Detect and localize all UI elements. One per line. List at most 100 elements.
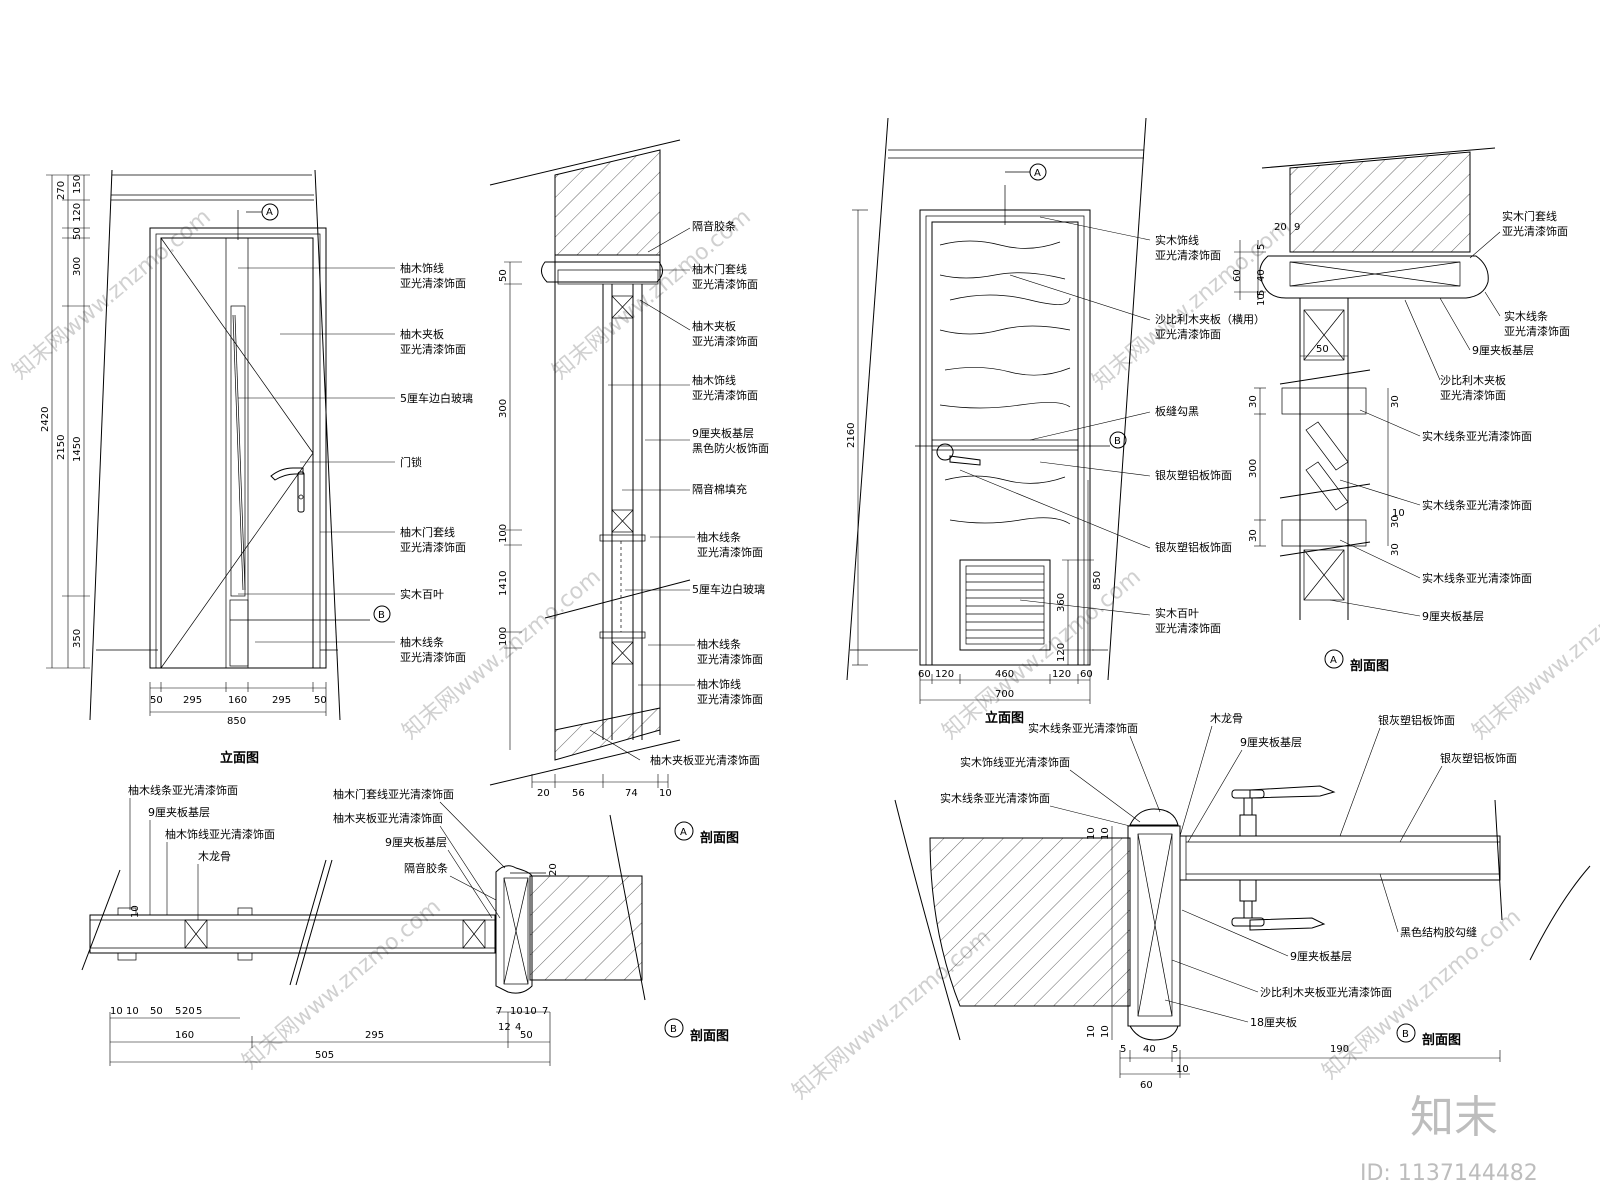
callout-label: 亚光清漆饰面: [697, 692, 763, 706]
callout-label: 实木饰线亚光清漆饰面: [960, 755, 1070, 769]
dim-label: 7: [542, 1006, 548, 1017]
dim-label: 20: [548, 863, 559, 876]
dim-label: 100: [498, 524, 509, 543]
dim-label: 300: [1248, 459, 1259, 478]
dim-label: 505: [315, 1050, 334, 1061]
dim-label: 60: [1140, 1080, 1153, 1091]
section-title: 剖面图: [1422, 1032, 1461, 1048]
dim-label: 50: [498, 269, 509, 282]
callout-label: 柚木门套线: [692, 262, 747, 276]
dim-label: 295: [183, 695, 202, 706]
callout-label: 亚光清漆饰面: [1155, 327, 1221, 341]
callout-label: 门锁: [400, 455, 422, 469]
callout-label: 银灰塑铝板饰面: [1440, 751, 1517, 765]
right-elevation-title: 立面图: [985, 710, 1024, 726]
left-section-b-dims: 10 10 50 5 20 5 7 10 10 7 160 295 12 4 5…: [109, 1006, 551, 1066]
dim-label: 10: [1100, 1025, 1111, 1038]
dim-label: 20: [182, 1006, 195, 1017]
right-section-a-labels: 实木门套线 亚光清漆饰面 实木线条 亚光清漆饰面 9厘夹板基层 沙比利木夹板 亚…: [1329, 209, 1570, 623]
dim-label: 5: [1256, 244, 1267, 250]
left-section-a: 50 300 100 1410 100 20 56 74 10 A 剖面图 隔音…: [489, 139, 769, 846]
dim-label: 7: [496, 1006, 502, 1017]
callout-label: 沙比利木夹板亚光清漆饰面: [1260, 985, 1392, 999]
callout-label: 实木线条: [1504, 309, 1548, 323]
callout-label: 隔音胶条: [692, 219, 736, 233]
callout-label: 亚光清漆饰面: [692, 277, 758, 291]
dim-label: 10: [659, 788, 672, 799]
callout-label: 沙比利木夹板（横用）: [1155, 312, 1265, 326]
dim-label: 120: [1056, 643, 1067, 662]
watermark-layer: 知末网www.znzmo.com 知末网www.znzmo.com 知末网www…: [8, 204, 1600, 1104]
callout-label: 柚木门套线亚光清漆饰面: [333, 787, 454, 801]
callout-label: 柚木夹板亚光清漆饰面: [650, 753, 760, 767]
right-section-a: 20 9 5 60 40 5 10 50 30 300 30 10 30 30 …: [1232, 147, 1570, 674]
dim-label: 120: [72, 203, 83, 222]
marker-b-label: B: [1114, 436, 1121, 447]
dim-label: 20: [1274, 222, 1287, 233]
dim-label: 10: [1086, 827, 1097, 840]
image-id-label: ID: 1137144482: [1360, 1161, 1538, 1186]
dim-label: 120: [1052, 669, 1071, 680]
dim-label: 30: [1390, 543, 1401, 556]
callout-label: 9厘夹板基层: [1290, 949, 1352, 963]
marker-b-label: B: [378, 610, 385, 621]
left-elevation-labels: 柚木饰线 亚光清漆饰面 柚木夹板 亚光清漆饰面 5厘车边白玻璃 门锁 柚木门套线…: [238, 261, 473, 664]
right-section-b: 10 10 10 10 5 40 5 190 60 10 B 剖面图 实木线条亚…: [894, 712, 1591, 1091]
dim-label: 10: [1256, 293, 1267, 306]
callout-label: 亚光清漆饰面: [692, 334, 758, 348]
dim-label: 150: [72, 175, 83, 194]
left-section-a-dims: 50 300 100 1410 100 20 56 74 10: [498, 261, 672, 799]
right-section-b-labels: 实木线条亚光清漆饰面 实木饰线亚光清漆饰面 实木线条亚光清漆饰面 木龙骨 9厘夹…: [940, 712, 1517, 1029]
callout-label: 实木线条亚光清漆饰面: [1422, 571, 1532, 585]
dim-label: 60: [918, 669, 931, 680]
callout-label: 实木线条亚光清漆饰面: [1028, 721, 1138, 735]
callout-label: 实木百叶: [1155, 606, 1199, 620]
marker-label: B: [1402, 1029, 1409, 1040]
dim-label: 40: [1256, 269, 1267, 282]
callout-label: 银灰塑铝板饰面: [1155, 468, 1232, 482]
callout-label: 隔音胶条: [404, 861, 448, 875]
callout-label: 5厘车边白玻璃: [400, 391, 473, 405]
left-elevation: A B 270 150 120 50 300 2420 2150 1450 35…: [40, 169, 473, 766]
left-section-b-labels: 柚木线条亚光清漆饰面 9厘夹板基层 柚木饰线亚光清漆饰面 木龙骨 柚木门套线亚光…: [128, 783, 506, 920]
dim-label: 5: [1120, 1044, 1126, 1055]
callout-label: 柚木线条: [697, 637, 741, 651]
callout-label: 9厘夹板基层: [1422, 609, 1484, 623]
dim-label: 10: [126, 1006, 139, 1017]
callout-label: 柚木饰线: [692, 373, 736, 387]
dim-label: 5: [175, 1006, 181, 1017]
dim-label: 30: [1248, 529, 1259, 542]
left-section-a-labels: 隔音胶条 柚木门套线 亚光清漆饰面 柚木夹板 亚光清漆饰面 柚木饰线 亚光清漆饰…: [589, 219, 769, 767]
callout-label: 沙比利木夹板: [1440, 373, 1506, 387]
callout-label: 亚光清漆饰面: [400, 276, 466, 290]
callout-label: 柚木饰线亚光清漆饰面: [165, 827, 275, 841]
marker-label: A: [1330, 655, 1337, 666]
callout-label: 亚光清漆饰面: [1440, 388, 1506, 402]
left-elevation-dims-horizontal: 50 295 160 295 50 850: [149, 682, 327, 727]
section-title: 剖面图: [1350, 658, 1389, 674]
section-title: 剖面图: [690, 1028, 729, 1044]
dim-label: 850: [1092, 571, 1103, 590]
marker-label: A: [680, 827, 687, 838]
marker-a-label: A: [1034, 168, 1041, 179]
watermark-text: 知末网www.znzmo.com: [238, 894, 446, 1074]
dim-label: 100: [498, 627, 509, 646]
dim-label: 20: [537, 788, 550, 799]
callout-label: 9厘夹板基层: [1472, 343, 1534, 357]
callout-label: 亚光清漆饰面: [400, 650, 466, 664]
callout-label: 实木线条亚光清漆饰面: [1422, 429, 1532, 443]
dim-label: 2160: [846, 423, 857, 448]
callout-label: 银灰塑铝板饰面: [1155, 540, 1232, 554]
right-elevation: A B 2160 850 360 120 60 120: [846, 117, 1265, 726]
callout-label: 实木线条亚光清漆饰面: [940, 791, 1050, 805]
dim-label: 5: [196, 1006, 202, 1017]
callout-label: 木龙骨: [198, 850, 231, 863]
dim-label: 300: [72, 257, 83, 276]
dim-label: 300: [498, 399, 509, 418]
lever-handle-top: [1231, 785, 1336, 837]
dim-label: 2420: [40, 407, 51, 432]
dim-label: 50: [150, 1006, 163, 1017]
marker-a-label: A: [266, 207, 273, 218]
callout-label: 柚木夹板: [692, 319, 736, 333]
left-section-b: 20 10 10 10 50 5 20 5 7 10 10 7 160 295 …: [81, 783, 729, 1066]
